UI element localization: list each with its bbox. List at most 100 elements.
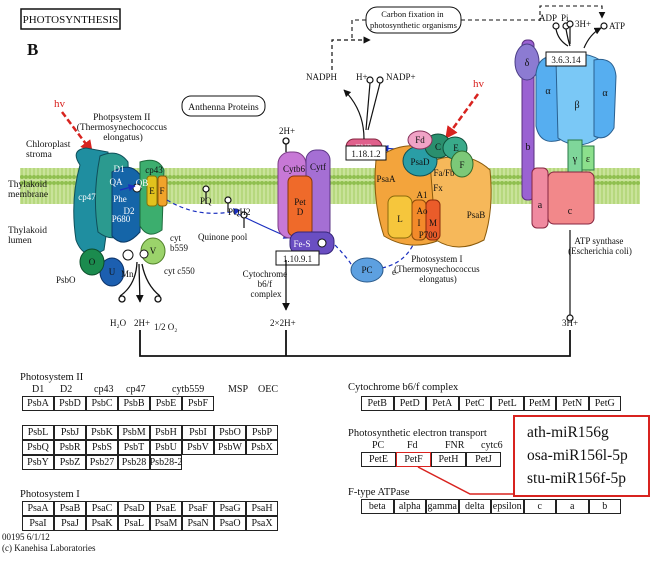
gene-cell-psbp[interactable]: PsbP [246,425,278,440]
ps2-e[interactable] [146,175,158,207]
gene-cell-psbb[interactable]: PsbB [118,396,150,411]
gene-cell-psai[interactable]: PsaI [22,516,54,531]
gene-cell-pete[interactable]: PetE [361,452,396,467]
gene-cell-psbd[interactable]: PsbD [54,396,86,411]
gene-cell-psbv[interactable]: PsbV [182,440,214,455]
gene-cell-psb28[interactable]: Psb28 [118,455,150,470]
psaa-label: PsaA [376,174,396,184]
psa-m-subunit[interactable] [425,199,441,241]
gene-cell-alpha[interactable]: alpha [393,499,426,514]
gene-cell-psac[interactable]: PsaC [86,501,118,516]
atp-synthase[interactable] [514,39,617,229]
plastocyanin[interactable]: PC [350,257,384,283]
gene-cell-psbo[interactable]: PsbO [214,425,246,440]
gene-cell-petm[interactable]: PetM [523,396,556,411]
gene-cell-a[interactable]: a [556,499,589,514]
gene-cell-psbe[interactable]: PsbE [150,396,182,411]
gene-cell-psbr[interactable]: PsbR [54,440,86,455]
gene-cell-psbm[interactable]: PsbM [118,425,150,440]
gene-cell-psab[interactable]: PsaB [54,501,86,516]
mirna-item[interactable]: ath-miR156g [527,423,609,441]
gene-cell-b[interactable]: b [588,499,621,514]
gene-cell-psam[interactable]: PsaM [150,516,182,531]
gene-cell-psak[interactable]: PsaK [86,516,118,531]
gene-cell-psbf[interactable]: PsbF [182,396,214,411]
gene-cell-psbq[interactable]: PsbQ [22,440,54,455]
ps2-o[interactable] [79,248,105,276]
gene-cell-beta[interactable]: beta [361,499,394,514]
gene-cell-petc[interactable]: PetC [458,396,491,411]
mirna-box[interactable]: ath-miR156g osa-miR156l-5p stu-miR156f-5… [513,415,650,497]
gene-cell-psaa[interactable]: PsaA [22,501,54,516]
psa-f-subunit[interactable] [450,150,474,178]
mirna-item[interactable]: osa-miR156l-5p [527,446,628,464]
carbon-fixation-node[interactable]: Carbon fixation in photosynthetic organi… [365,6,462,34]
gene-cell-psb27[interactable]: Psb27 [86,455,118,470]
gene-cell-petl[interactable]: PetL [491,396,524,411]
fnr-ec-box[interactable] [345,145,387,161]
gene-cell-psbw[interactable]: PsbW [214,440,246,455]
gene-cell-petj[interactable]: PetJ [466,452,501,467]
gene-cell-psb28-2[interactable]: Psb28-2 [149,455,183,470]
atp-alpha-left[interactable] [535,55,561,142]
gene-cell-psah[interactable]: PsaH [246,501,278,516]
ps2-mn-cluster[interactable] [122,249,134,261]
gene-cell-petn[interactable]: PetN [556,396,589,411]
gene-cell-c[interactable]: c [523,499,556,514]
atp-c-ring[interactable] [547,171,595,225]
gene-cell-psbz[interactable]: PsbZ [54,455,86,470]
thylakoid-membrane-label: Thylakoid membrane [8,180,49,200]
gene-cell-peta[interactable]: PetA [426,396,459,411]
atp-beta-label: β [574,100,579,111]
photosystem-ii[interactable]: Photpsystem II (Thermosynechococcus elon… [73,113,170,287]
footer-copyright: (c) Kanehisa Laboratories [2,543,96,553]
gene-cell-psan[interactable]: PsaN [182,516,214,531]
mn-label: Mn [121,269,134,279]
gene-cell-petf[interactable]: PetF [396,452,431,467]
ps2-v-label: V [150,246,157,256]
atp-delta[interactable] [514,43,540,81]
gene-cell-psbc[interactable]: PsbC [86,396,118,411]
gene-cell-psbu[interactable]: PsbU [150,440,182,455]
gene-cell-psaj[interactable]: PsaJ [54,516,86,531]
gene-cell-psba[interactable]: PsbA [22,396,54,411]
ps2-f[interactable] [157,175,168,207]
gene-cell-psby[interactable]: PsbY [22,455,54,470]
svg-text:Carbon fixation in photo: Carbon fixation in photosynthetic organi… [370,9,457,30]
gene-cell-psao[interactable]: PsaO [214,516,246,531]
light-arrow-ps2 [61,111,93,153]
gene-cell-psad[interactable]: PsaD [118,501,150,516]
antenna-proteins[interactable]: Anthenna Proteins [181,95,266,117]
cytb6f-ec-box[interactable] [275,250,320,266]
gene-cell-psbx[interactable]: PsbX [246,440,278,455]
gene-cell-psbi[interactable]: PsbI [182,425,214,440]
gene-cell-petg[interactable]: PetG [588,396,621,411]
cytochrome-b6f[interactable] [277,149,335,255]
gene-cell-psag[interactable]: PsaG [214,501,246,516]
gene-cell-psae[interactable]: PsaE [150,501,182,516]
atp-alpha-right[interactable] [593,58,617,139]
gene-cell-gamma[interactable]: gamma [426,499,459,514]
atp-a-subunit[interactable] [531,167,549,229]
gene-cell-psaf[interactable]: PsaF [182,501,214,516]
ps2-o-label: O [89,257,96,267]
mirna-item[interactable]: stu-miR156f-5p [527,470,627,488]
gene-cell-psbk[interactable]: PsbK [86,425,118,440]
gene-cell-epsilon[interactable]: epsilon [491,499,524,514]
gene-cell-petd[interactable]: PetD [393,396,426,411]
atp-alpha-left-label: α [545,86,551,97]
atp-h-plus-top: 3H+ [575,19,591,29]
gene-cell-psbl[interactable]: PsbL [22,425,54,440]
gene-cell-delta[interactable]: delta [458,499,491,514]
gene-cell-psbt[interactable]: PsbT [118,440,150,455]
gene-cell-psbj[interactable]: PsbJ [54,425,86,440]
gene-cell-petb[interactable]: PetB [361,396,394,411]
gene-cell-psax[interactable]: PsaX [246,516,278,531]
atp-ec-box[interactable] [545,51,587,67]
gene-cell-psbh[interactable]: PsbH [150,425,182,440]
fd-subunit[interactable] [407,130,433,150]
gene-cell-psal[interactable]: PsaL [118,516,150,531]
atp-epsilon[interactable] [581,145,595,171]
gene-cell-psbs[interactable]: PsbS [86,440,118,455]
gene-cell-peth[interactable]: PetH [431,452,466,467]
